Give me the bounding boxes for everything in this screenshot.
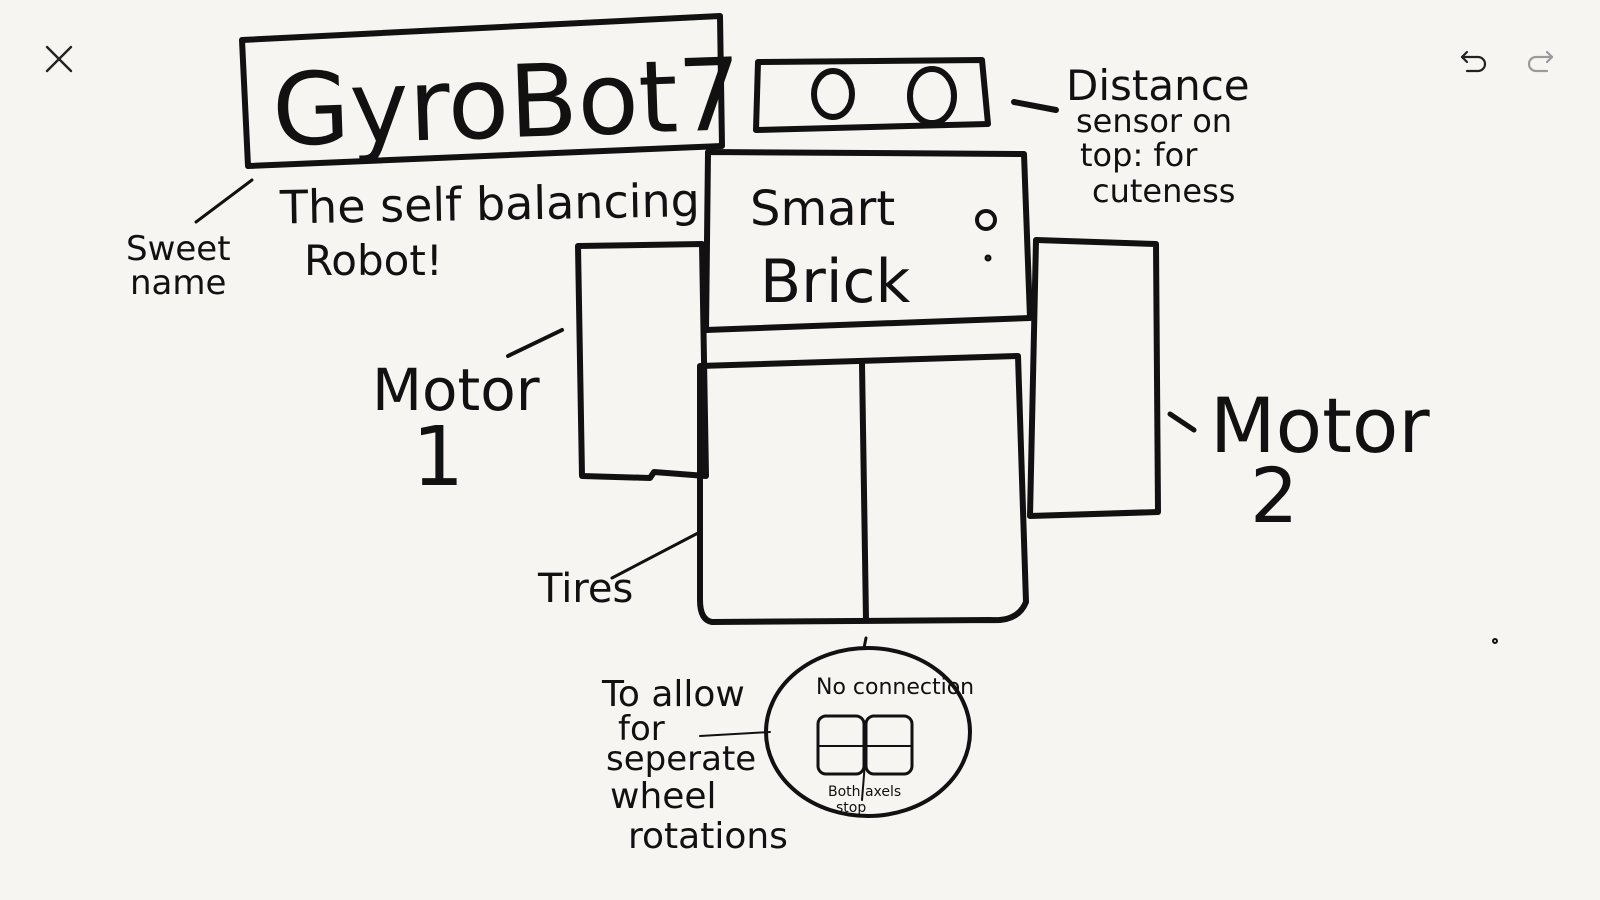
brick-label-line1: Smart (750, 181, 895, 237)
purpose-line4: wheel (610, 776, 717, 817)
motor-1-label-line2: 1 (412, 410, 464, 505)
detail-caption-line2: stop (836, 800, 866, 816)
detail-header: No connection (816, 675, 974, 700)
purpose-line2: for (618, 709, 665, 749)
title-text: GyroBot7 (270, 36, 743, 169)
distance-note-line4: cuteness (1092, 172, 1235, 210)
redo-icon (1527, 50, 1554, 73)
sensor-eye-left (811, 68, 855, 120)
motor-2-block (1027, 237, 1161, 519)
detail-caption-line1: Both axels (828, 784, 901, 800)
sensor-eye-right (907, 66, 957, 126)
motor-1-label-line1: Motor (372, 356, 540, 424)
distance-sensor-box (753, 57, 991, 133)
subtitle-line1: The self balancing (278, 173, 700, 234)
tires-divider (859, 361, 869, 623)
tires-block (697, 353, 1029, 625)
tires-label: Tires (537, 566, 633, 612)
undo-button[interactable] (1452, 38, 1496, 82)
title-box (239, 13, 725, 169)
close-button[interactable] (37, 37, 81, 81)
name-note-line1: Sweet (126, 229, 231, 269)
smart-brick (703, 149, 1033, 333)
undo-icon (1460, 50, 1487, 73)
distance-note-line1: Distance (1066, 61, 1250, 110)
brick-label-line2: Brick (760, 247, 910, 317)
motor-2-label-line2: 2 (1250, 451, 1298, 540)
distance-note-line2: sensor on (1076, 102, 1232, 140)
purpose-line1: To allow (601, 674, 745, 715)
motor-2-label-line1: Motor (1210, 381, 1430, 470)
name-note-line2: name (130, 263, 226, 303)
subtitle-line2: Robot! (304, 236, 443, 285)
close-icon (45, 45, 73, 73)
distance-note-line3: top: for (1080, 136, 1198, 174)
redo-button[interactable] (1518, 38, 1562, 82)
motor-1-block (575, 241, 709, 481)
purpose-line5: rotations (628, 816, 788, 857)
purpose-line3: seperate (606, 739, 756, 779)
